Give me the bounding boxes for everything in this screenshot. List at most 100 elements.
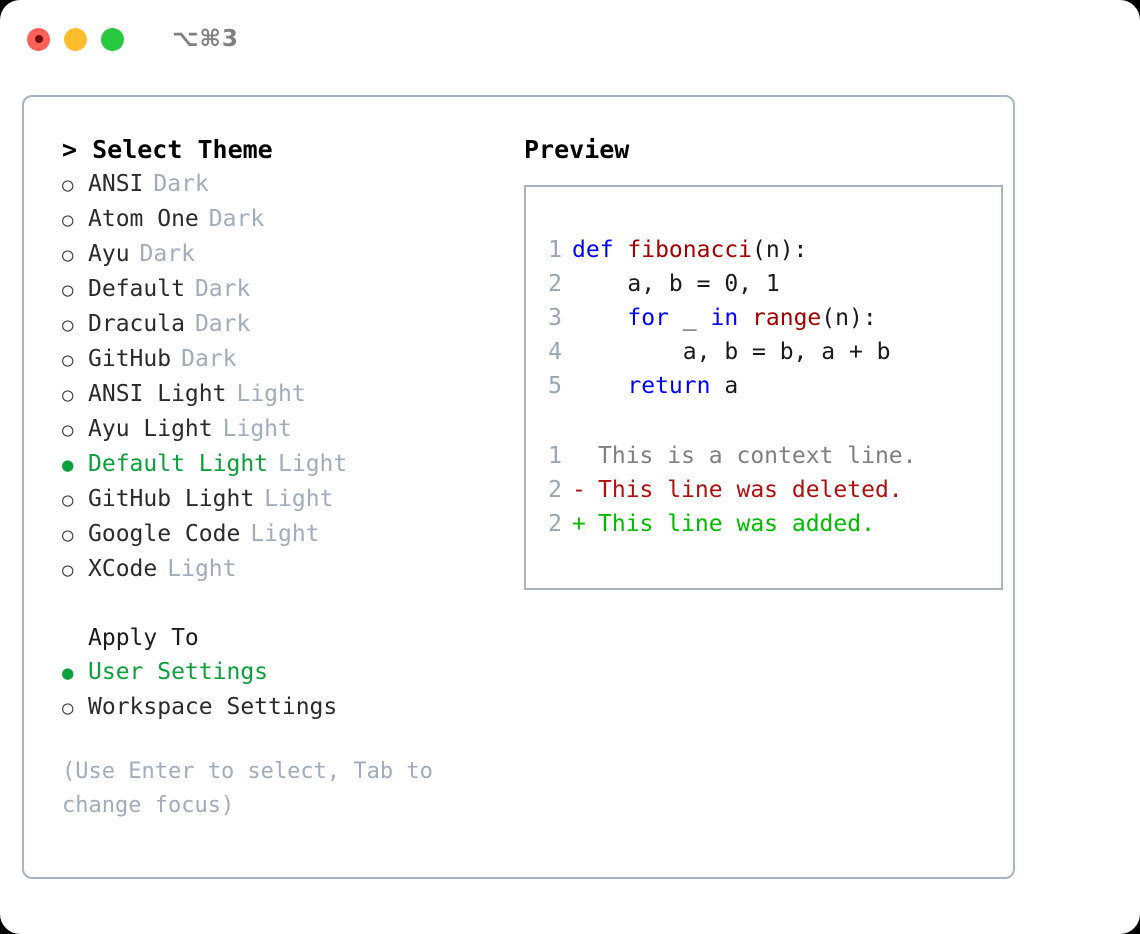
code-line-content: return a (572, 369, 738, 403)
theme-option-label: Atom One (88, 206, 199, 232)
code-token-plain: a (710, 373, 739, 399)
keyboard-hint-text: (Use Enter to select, Tab to change focu… (62, 759, 433, 818)
radio-unselected-icon: ○ (62, 697, 74, 719)
theme-option-label: Ayu (88, 241, 130, 267)
radio-selected-icon: ● (62, 454, 74, 476)
apply-to-option-list[interactable]: ● User Settings ○ Workspace Settings (62, 655, 512, 725)
code-line-content: def fibonacci(n): (572, 233, 807, 267)
code-line: 5 return a (538, 369, 1001, 403)
code-line: 4 a, b = b, a + b (538, 335, 1001, 369)
panel-title: > Select Theme (62, 135, 273, 164)
code-token-kw: for (627, 305, 669, 331)
code-line-number: 4 (548, 339, 562, 365)
theme-option-default-light[interactable]: ● Default Light Light (62, 447, 512, 482)
theme-option-label: Default Light (88, 451, 269, 477)
code-token-plain: (n): (821, 305, 877, 331)
code-token-plain: _ (668, 305, 711, 331)
code-line-number: 2 (548, 271, 562, 297)
radio-unselected-icon: ○ (62, 524, 74, 546)
apply-to-option-label: Workspace Settings (88, 694, 338, 720)
radio-selected-icon: ● (62, 662, 74, 684)
theme-option-category: Light (222, 416, 292, 442)
minimize-window-icon[interactable] (64, 27, 87, 51)
theme-option-label: Google Code (88, 521, 241, 547)
code-line: 1 def fibonacci(n): (538, 233, 1001, 267)
radio-unselected-icon: ○ (62, 174, 74, 196)
code-line: 3 for _ in range(n): (538, 301, 1001, 335)
radio-unselected-icon: ○ (62, 314, 74, 336)
theme-option-label: Default (88, 276, 185, 302)
diff-line-add: 2 + This line was added. (538, 507, 1001, 541)
radio-unselected-icon: ○ (62, 279, 74, 301)
apply-to-option-label: User Settings (88, 659, 269, 685)
code-token-plain: a, b = 0, 1 (572, 271, 780, 297)
radio-unselected-icon: ○ (62, 384, 74, 406)
theme-option-label: XCode (88, 556, 158, 582)
radio-unselected-icon: ○ (62, 209, 74, 231)
code-token-kw: def (572, 237, 628, 263)
code-line-number: 3 (548, 305, 562, 331)
diff-line-content: This line was added. (598, 511, 875, 537)
diff-sign (572, 439, 598, 473)
diff-line-content: This line was deleted. (598, 477, 903, 503)
code-line-number: 1 (548, 237, 562, 263)
radio-unselected-icon: ○ (62, 349, 74, 371)
diff-sign: + (572, 511, 586, 537)
theme-option-category: Light (264, 486, 334, 512)
code-token-plain (572, 305, 627, 331)
traffic-lights (27, 27, 124, 51)
theme-option-label: GitHub Light (88, 486, 255, 512)
radio-unselected-icon: ○ (62, 489, 74, 511)
theme-option-label: ANSI (88, 171, 144, 197)
theme-option-atom-one[interactable]: ○ Atom One Dark (62, 202, 512, 237)
theme-option-category: Dark (194, 276, 251, 302)
apply-to-option-user-settings[interactable]: ● User Settings (62, 655, 512, 690)
theme-option-github-light[interactable]: ○ GitHub Light Light (62, 482, 512, 517)
code-line-content: for _ in range(n): (572, 301, 877, 335)
diff-line-ctx: 1 This is a context line. (538, 439, 1001, 473)
theme-option-label: Ayu Light (88, 416, 213, 442)
theme-option-category: Dark (181, 346, 237, 372)
theme-option-category: Light (278, 451, 348, 477)
diff-sign: - (572, 477, 586, 503)
theme-option-label: ANSI Light (88, 381, 227, 407)
diff-line-number: 2 (548, 511, 562, 537)
code-line: 2 a, b = 0, 1 (538, 267, 1001, 301)
theme-option-category: Dark (194, 311, 251, 337)
theme-option-ayu-light[interactable]: ○ Ayu Light Light (62, 412, 512, 447)
diff-line-number: 1 (548, 443, 562, 469)
preview-title: Preview (524, 135, 630, 164)
radio-unselected-icon: ○ (62, 419, 74, 441)
code-token-kw: in (710, 305, 739, 331)
diff-spacer (538, 403, 1001, 439)
code-token-plain: (n): (752, 237, 808, 263)
code-line-number: 5 (548, 373, 562, 399)
section-spacer (62, 587, 512, 621)
theme-option-category: Dark (208, 206, 265, 232)
close-window-icon[interactable] (27, 27, 50, 51)
apply-to-option-workspace-settings[interactable]: ○ Workspace Settings (62, 690, 512, 725)
code-token-fn: range (752, 305, 822, 331)
code-line-content: a, b = b, a + b (572, 335, 891, 369)
theme-option-category: Dark (139, 241, 195, 267)
apply-to-title: Apply To (88, 625, 199, 651)
code-token-fn: fibonacci (627, 237, 753, 263)
diff-line-del: 2-This line was deleted. (538, 473, 1001, 507)
keyboard-shortcut-label: ⌥⌘3 (172, 26, 239, 52)
maximize-window-icon[interactable] (101, 27, 124, 51)
diff-line-number: 2 (548, 477, 562, 503)
theme-option-default[interactable]: ○ Default Dark (62, 272, 512, 307)
